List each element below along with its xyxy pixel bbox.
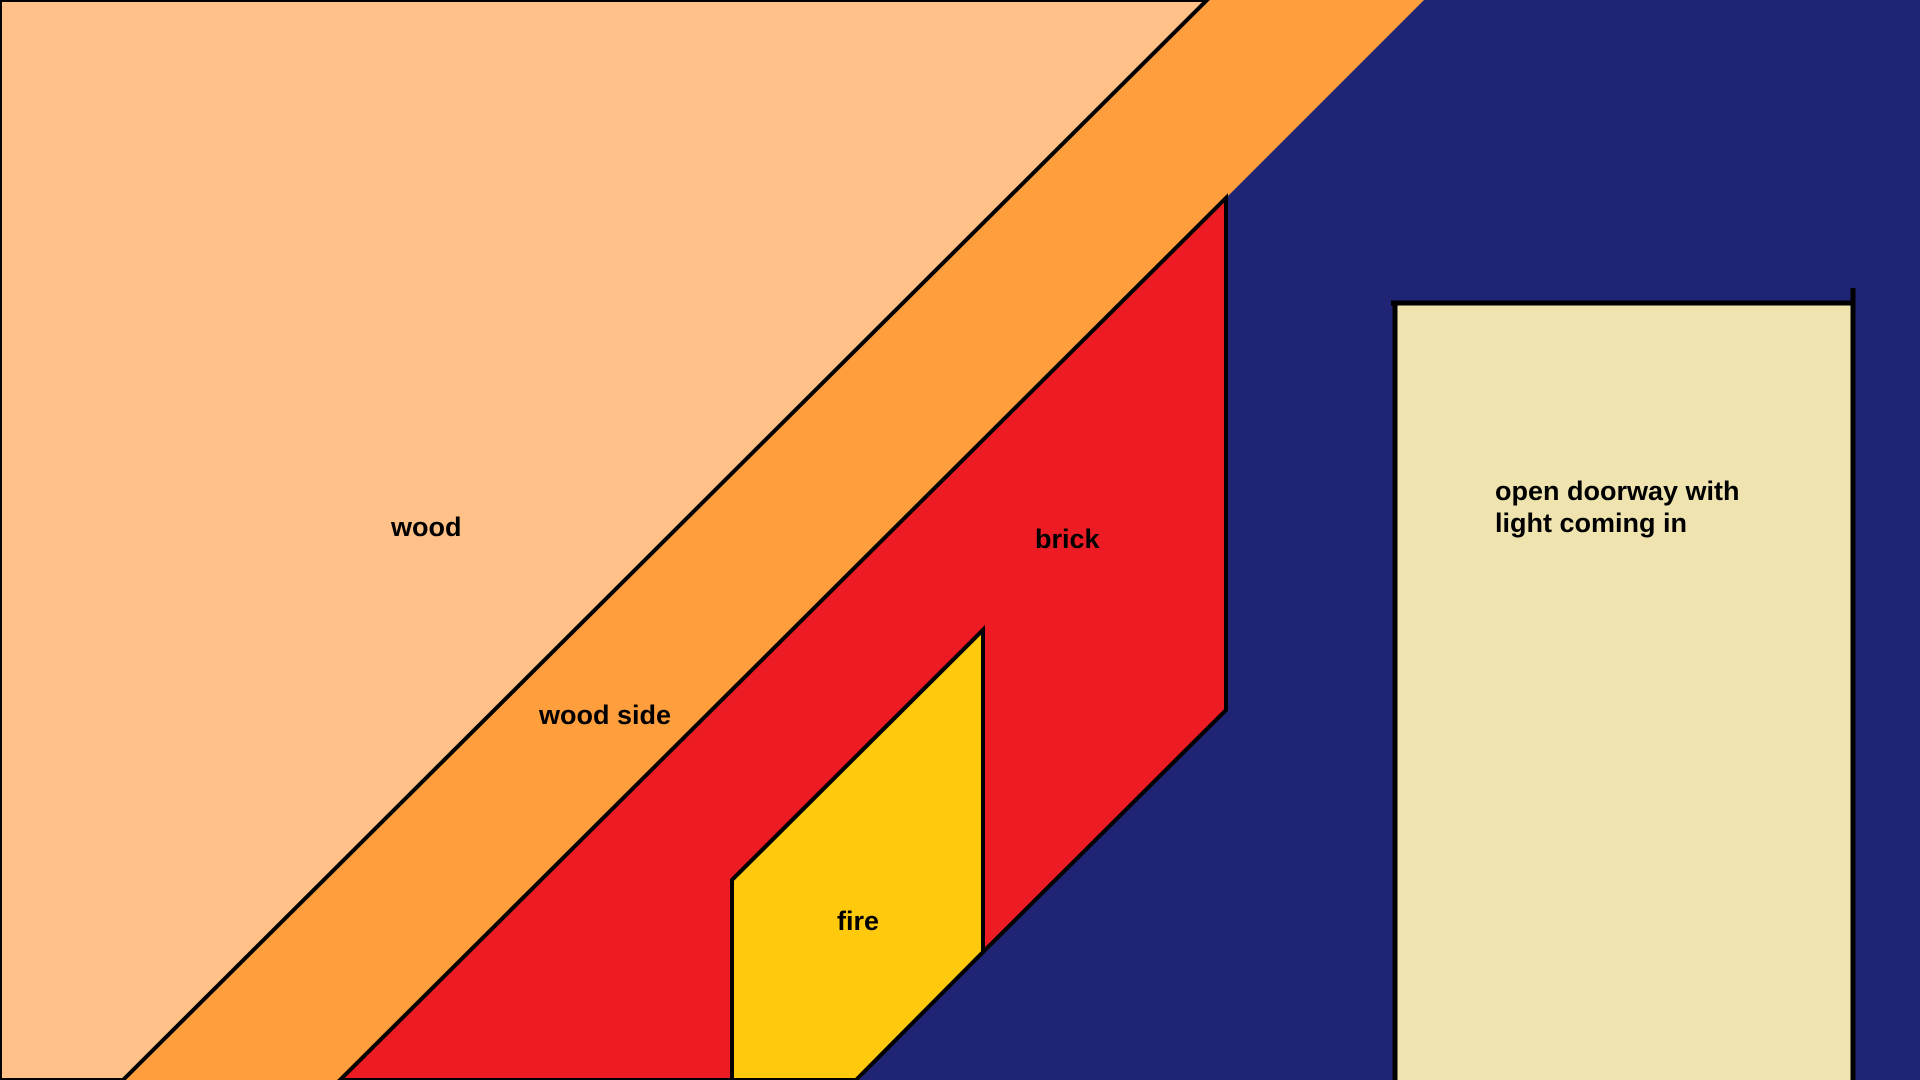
fire-region	[730, 625, 985, 1080]
fire-label: fire	[837, 906, 879, 936]
wood-side-region	[123, 0, 1424, 1080]
wood-region	[0, 0, 1210, 1080]
wood-side-label: wood side	[538, 700, 671, 730]
brick-label: brick	[1035, 524, 1101, 554]
wood-label: wood	[390, 512, 461, 542]
doorway-region	[1395, 303, 1853, 1080]
doorway-label-line-1: open doorway with	[1495, 476, 1740, 506]
doorway-label-line-2: light coming in	[1495, 508, 1687, 538]
